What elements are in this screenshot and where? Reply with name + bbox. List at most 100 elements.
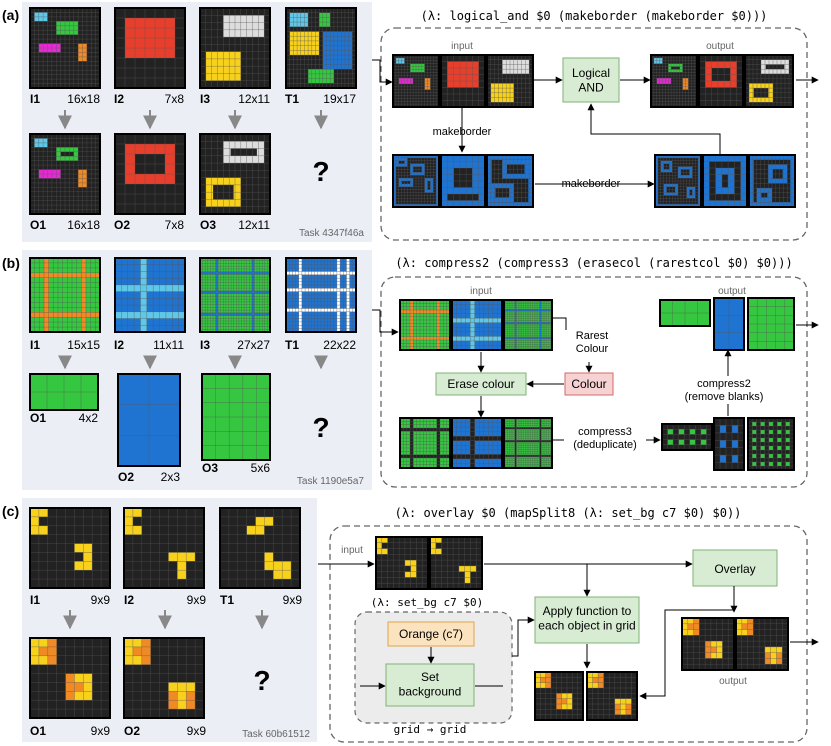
grid-lines (504, 418, 552, 468)
grid-shape (56, 21, 79, 35)
grid-shape (689, 439, 696, 445)
grid-frame (534, 671, 584, 721)
panel-c-question: ? (253, 665, 270, 696)
grid-shape (720, 455, 726, 463)
grid-shape (168, 552, 196, 562)
grid-shape (785, 462, 790, 466)
grid-shape (436, 300, 440, 350)
grid-frame (201, 373, 271, 461)
panel-a-and-node (562, 57, 620, 103)
grid-shape (470, 300, 475, 350)
grid-shape (514, 300, 517, 350)
prog-b-mid3 (503, 417, 553, 469)
grid-shape (752, 462, 757, 466)
panel-b-i2-size: 11x11 (153, 338, 184, 352)
grid-shape (452, 436, 502, 441)
grid-lines (30, 8, 100, 88)
grid-lines (655, 155, 701, 207)
grid-shape (539, 300, 542, 350)
grid-frame (702, 154, 748, 208)
panel-a-output-label: output (706, 41, 734, 52)
grid-frame (744, 54, 794, 108)
panel-c-overlay-label: Overlay (714, 562, 755, 576)
grid-lines (703, 155, 747, 207)
grid-shape (732, 455, 738, 463)
panel-c-program-grids (375, 536, 789, 721)
panel-a-t1-size: 19x17 (323, 92, 356, 106)
panel-b-t1-name: T1 (285, 338, 299, 352)
prog-a-out1 (650, 54, 698, 108)
grid-lines (504, 300, 552, 350)
prog-a-in1 (392, 54, 440, 108)
grid-lines (200, 8, 270, 88)
prog-c-in2 (429, 536, 483, 590)
panel-b-examples (29, 257, 357, 467)
example-c-o1 (29, 637, 111, 719)
grid-shape (785, 430, 790, 434)
grid-shape (400, 300, 450, 350)
grid-frame (285, 7, 357, 89)
grid-background (748, 418, 794, 470)
grid-frame (399, 299, 451, 351)
panel-a-o2-size: 7x8 (165, 218, 185, 232)
example-a-t1 (285, 7, 357, 89)
panel-b-label: (b) (2, 255, 20, 271)
grid-lines (393, 155, 439, 207)
grid-border-shape (398, 178, 414, 187)
grid-shape (777, 438, 782, 442)
example-a-i3 (199, 7, 271, 89)
grid-shape (410, 418, 414, 468)
panel-a-examples (29, 7, 357, 215)
grid-lines (200, 258, 270, 332)
grid-shape (132, 646, 142, 656)
grid-shape (514, 418, 517, 468)
example-b-o3 (201, 373, 271, 461)
grid-frame (29, 133, 101, 215)
grid-shape (752, 438, 757, 442)
grid-lines (115, 134, 185, 214)
grid-lines (202, 374, 270, 460)
grid-frame (123, 507, 205, 589)
grid-frame (392, 154, 440, 208)
grid-shape (785, 446, 790, 450)
grid-lines (452, 418, 502, 468)
prog-c-out2 (735, 617, 789, 671)
grid-shape (30, 258, 100, 332)
grid-lines (736, 618, 788, 670)
grid-shape (400, 454, 450, 458)
prog-c-in1 (375, 536, 429, 590)
panel-b-task: Task 1190e5a7 (297, 476, 365, 487)
panel-a-input-label: input (451, 41, 473, 52)
panel-b-o2-name: O2 (118, 470, 134, 484)
grid-shape (115, 311, 185, 319)
grid-lines (587, 672, 637, 720)
grid-shape (700, 439, 707, 445)
panel-a-o3-size: 12x11 (238, 218, 270, 232)
grid-shape (38, 525, 48, 535)
panel-c-o1-size: 9x9 (91, 724, 111, 738)
grid-frame (117, 373, 181, 467)
panel-b-o2-size: 2x3 (161, 470, 181, 484)
grid-shape (760, 462, 765, 466)
grid-lines (748, 298, 794, 350)
grid-frame (747, 417, 795, 471)
panel-b-o3-size: 5x6 (251, 461, 271, 475)
grid-frame (123, 637, 205, 719)
panel-c-expression: (λ: overlay $0 (mapSplit8 (λ: set_bg c7 … (395, 506, 742, 520)
panel-c-examples (29, 507, 301, 719)
grid-shape (667, 429, 674, 435)
panel-c-o2-name: O2 (124, 724, 140, 738)
panel-a-o1-name: O1 (30, 218, 46, 232)
grid-shape (689, 429, 696, 435)
example-a-i1 (29, 7, 101, 89)
grid-lines (286, 8, 356, 88)
prog-a-mid2 (440, 154, 486, 208)
grid-lines (714, 298, 744, 350)
grid-lines (699, 55, 743, 107)
grid-frame (375, 536, 429, 590)
grid-frame (29, 373, 99, 411)
panel-a-i3-size: 12x11 (238, 92, 270, 106)
example-a-i2 (114, 7, 186, 89)
